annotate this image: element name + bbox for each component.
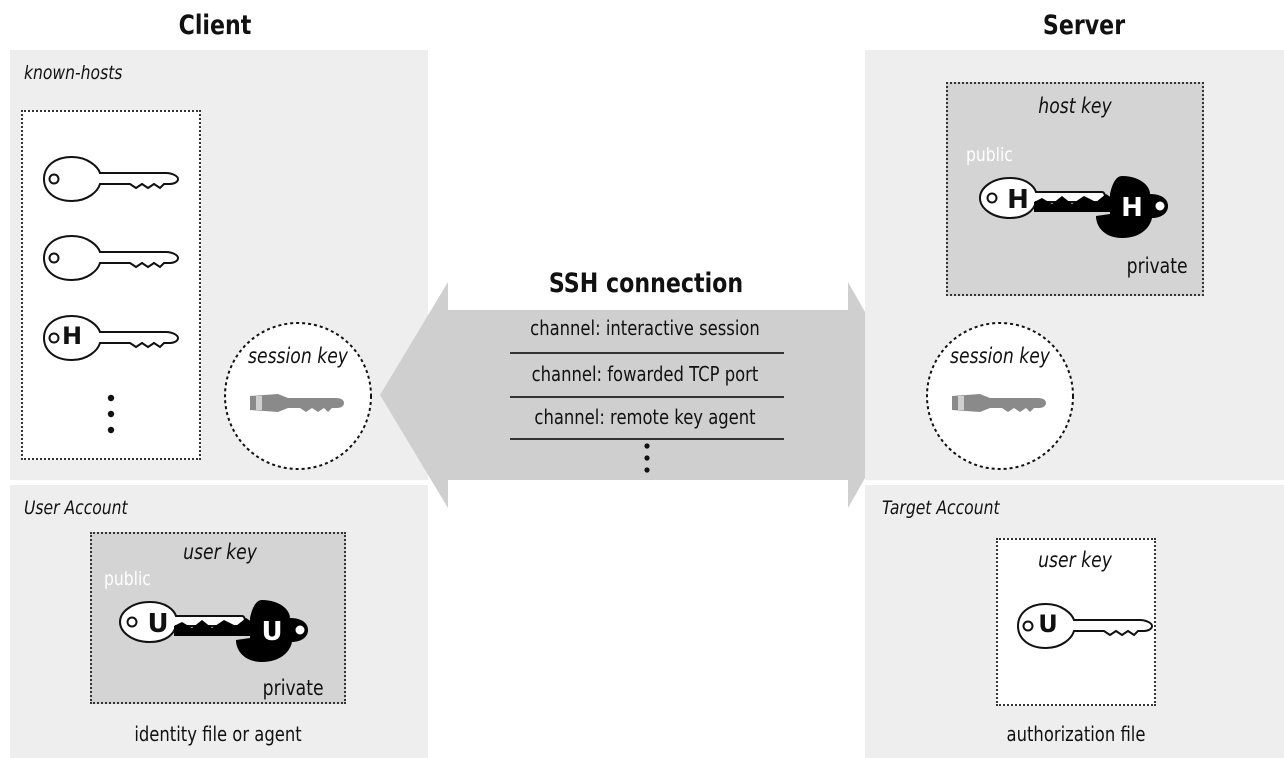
channel-label: channel: remote key agent xyxy=(534,405,756,429)
user-key-private-label: private xyxy=(262,676,324,700)
host-keypair-icon: H H xyxy=(978,176,1168,238)
channel-label: channel: interactive session xyxy=(530,316,760,340)
user-key-public-label: public xyxy=(104,568,151,590)
identity-file-caption: identity file or agent xyxy=(134,722,302,746)
target-account-label: Target Account xyxy=(882,497,1000,519)
host-key-label: host key xyxy=(1038,94,1112,118)
more-channels-ellipsis xyxy=(644,443,650,473)
user-key-public-letter: U xyxy=(147,609,168,639)
channel-label: channel: fowarded TCP port xyxy=(531,362,759,386)
channel-divider xyxy=(510,396,784,398)
channel-divider xyxy=(510,438,784,440)
user-keypair-icon: U U xyxy=(118,600,308,662)
client-session-key-label: session key xyxy=(248,344,348,368)
user-key-label: user key xyxy=(183,540,257,564)
more-ellipsis xyxy=(107,394,115,434)
key-icon xyxy=(43,235,179,281)
target-user-key-letter: U xyxy=(1038,610,1058,638)
client-session-key-circle xyxy=(224,322,372,470)
user-account-label: User Account xyxy=(24,497,128,519)
target-user-key-label: user key xyxy=(1038,548,1112,572)
user-key-private-letter: U xyxy=(261,617,282,647)
session-key-icon xyxy=(952,394,1046,412)
host-key-public-label: public xyxy=(966,144,1013,166)
session-key-icon xyxy=(250,394,344,412)
server-session-key-label: session key xyxy=(950,344,1050,368)
authorization-file-caption: authorization file xyxy=(1006,722,1146,746)
channel-divider xyxy=(510,352,784,354)
ssh-connection-arrow xyxy=(380,282,912,508)
user-key-icon xyxy=(1017,603,1153,649)
host-key-private-label: private xyxy=(1126,254,1188,278)
known-hosts-label: known-hosts xyxy=(24,62,123,84)
key-mark: H xyxy=(61,322,83,350)
host-key-private-letter: H xyxy=(1121,193,1143,223)
host-key-public-letter: H xyxy=(1007,185,1029,215)
key-icon xyxy=(43,156,179,202)
ssh-connection-title: SSH connection xyxy=(548,268,744,299)
client-title: Client xyxy=(178,10,252,41)
server-session-key-circle xyxy=(926,322,1074,470)
server-title: Server xyxy=(1042,10,1126,41)
